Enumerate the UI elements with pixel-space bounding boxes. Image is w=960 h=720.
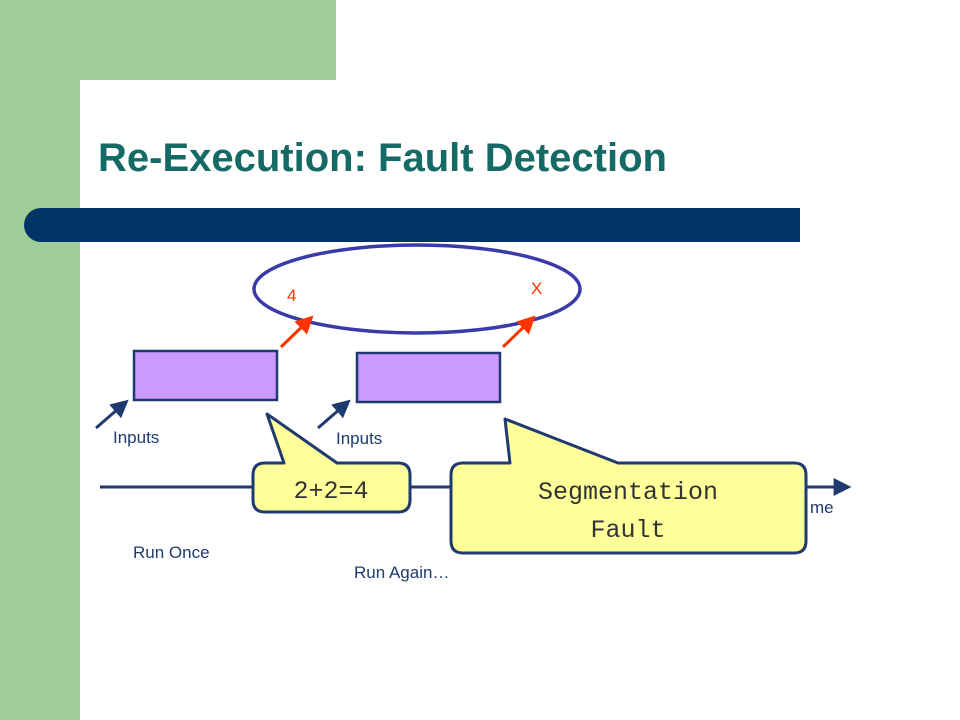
sidebar-green-band <box>0 0 80 720</box>
run-again-label: Run Again… <box>354 563 449 582</box>
run-once-label: Run Once <box>133 543 210 562</box>
callout-first-text: 2+2=4 <box>293 477 368 506</box>
process-box-first <box>132 349 279 402</box>
callout-second-line2: Fault <box>590 516 665 545</box>
comparison-ellipse <box>252 243 582 335</box>
slide-title: Re-Execution: Fault Detection <box>98 136 667 180</box>
content-corner <box>80 80 180 180</box>
top-green-band <box>80 0 336 80</box>
inputs-label-first: Inputs <box>113 428 159 447</box>
inputs-label-second: Inputs <box>336 429 382 448</box>
process-box-second <box>355 351 502 404</box>
output-value-second: X <box>531 279 542 298</box>
output-value-first: 4 <box>287 286 296 305</box>
input-arrow-first <box>95 399 129 430</box>
input-arrow-second <box>317 399 351 430</box>
callout-second <box>449 417 808 555</box>
time-axis-label: me <box>810 498 834 517</box>
output-arrow-first <box>279 315 314 349</box>
title-rule-bar <box>24 208 800 242</box>
callout-first <box>251 412 412 514</box>
callout-second-line1: Segmentation <box>538 478 718 507</box>
output-arrow-second <box>501 315 536 349</box>
